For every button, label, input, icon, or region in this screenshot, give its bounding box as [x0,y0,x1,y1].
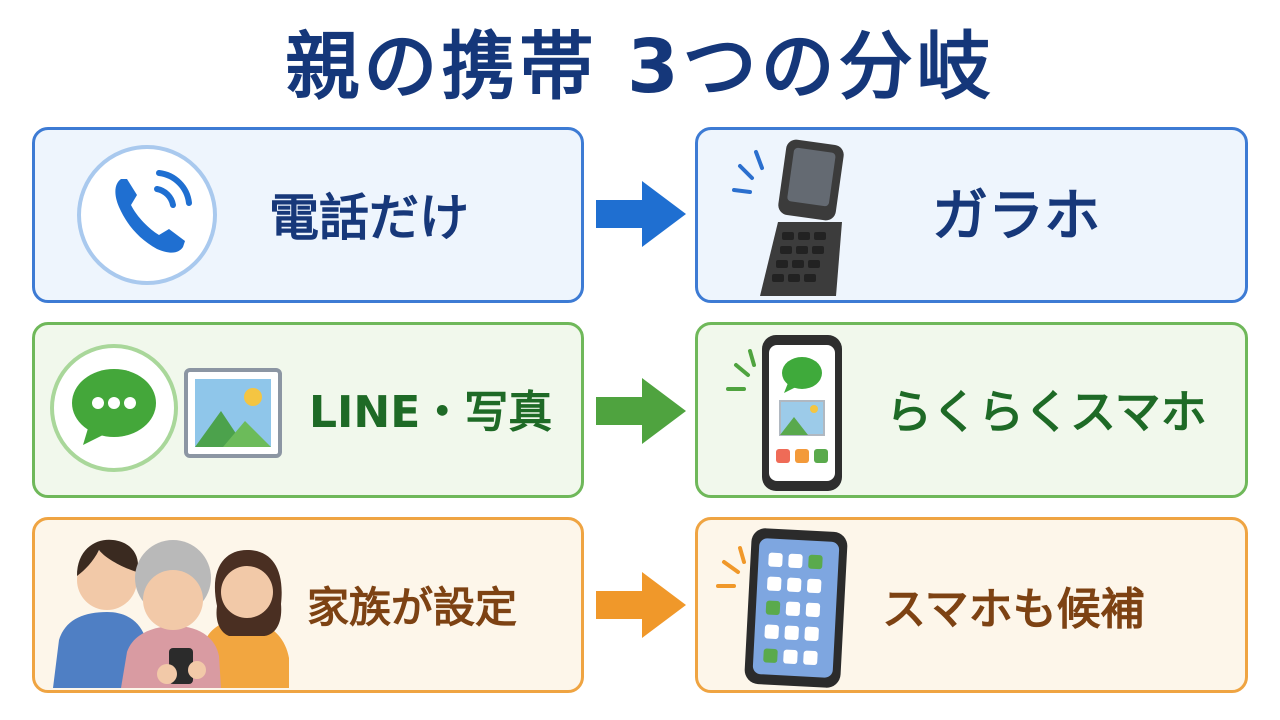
condition-label-3: 家族が設定 [307,583,518,632]
result-label-3: スマホも候補 [882,584,1145,635]
simple-smartphone-icon [722,331,852,495]
chat-bubble-icon [49,343,179,473]
result-box-3: スマホも候補 [695,517,1248,693]
condition-box-2: LINE・写真 [32,322,584,498]
smartphone-icon [714,526,854,690]
condition-box-3: 家族が設定 [32,517,584,693]
condition-label-1: 電話だけ [269,189,469,247]
arrow-right-icon-1 [596,181,686,247]
condition-box-1: 電話だけ [32,127,584,303]
result-label-1: ガラホ [932,184,1100,249]
phone-call-icon [75,143,219,287]
result-box-2: らくらくスマホ [695,322,1248,498]
photo-icon [183,367,283,459]
condition-label-2: LINE・写真 [309,387,553,438]
result-label-2: らくらくスマホ [886,385,1207,439]
flip-phone-icon [730,138,860,298]
result-box-1: ガラホ [695,127,1248,303]
arrow-right-icon-2 [596,378,686,444]
family-illustration [49,528,293,688]
page-title: 親の携帯 3つの分岐 [285,24,995,110]
arrow-right-icon-3 [596,572,686,638]
